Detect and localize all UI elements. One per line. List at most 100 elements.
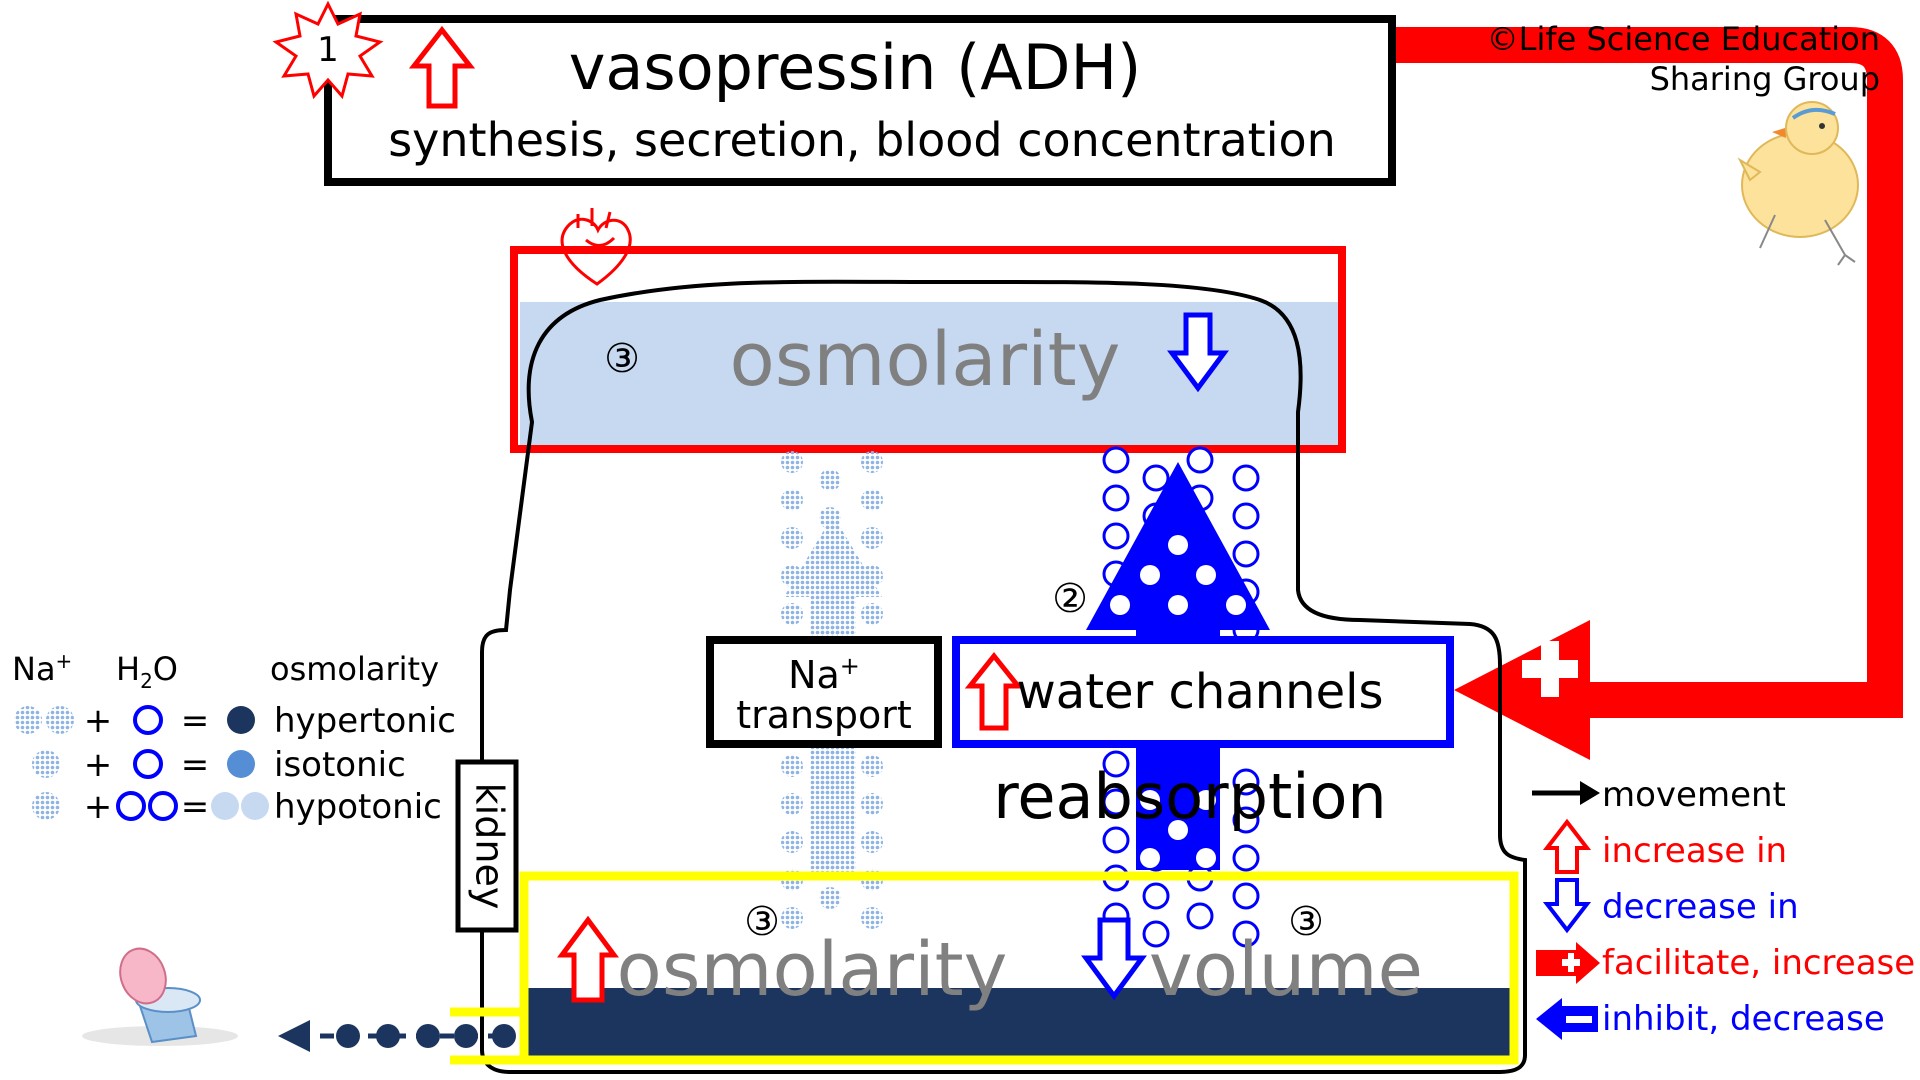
na-transport-box <box>706 636 942 748</box>
water-particle <box>1102 826 1130 854</box>
inhibit-arrow-icon <box>1536 998 1598 1040</box>
legend-osmolarity-header: osmolarity <box>270 650 439 688</box>
water-arrow-dots <box>1110 535 1246 868</box>
na-particle <box>861 489 883 511</box>
blood-compartment <box>510 246 1346 453</box>
water-particle <box>1142 882 1170 910</box>
up-arrow-icon <box>1542 818 1592 874</box>
legend-na-header: Na+ <box>12 649 72 688</box>
water-arrow-particle <box>1168 820 1188 840</box>
urine-compartment <box>519 871 1519 1065</box>
water-particle <box>1102 788 1130 816</box>
urine-osmolarity-label: osmolarity <box>617 927 1008 1013</box>
na-particle <box>861 603 883 625</box>
water-particle <box>1102 484 1130 512</box>
water-arrow-particle <box>1168 535 1188 555</box>
legend-decrease: decrease in <box>1602 887 1799 927</box>
water-particle <box>1186 902 1214 930</box>
legend-equals: = <box>181 787 210 827</box>
urine-outlet <box>450 1007 528 1065</box>
water-arrow-particle <box>1140 790 1160 810</box>
legend-inhibit: inhibit, decrease <box>1602 999 1885 1039</box>
water-particle <box>1232 540 1260 568</box>
water-particle <box>1232 502 1260 530</box>
water-channels-box <box>952 636 1454 748</box>
water-arrow-particle <box>1140 848 1160 868</box>
legend-plus: + <box>84 787 113 827</box>
na-particle <box>819 887 841 909</box>
legend-plus: + <box>84 701 113 741</box>
blood-osmolarity-label: osmolarity <box>730 317 1121 403</box>
na-particle <box>819 469 841 491</box>
water-particle <box>1232 464 1260 492</box>
water-particle <box>1232 768 1260 796</box>
water-arrow-particle <box>1196 848 1216 868</box>
water-particle <box>1142 920 1170 948</box>
legend-equals: = <box>181 701 210 741</box>
legend-plus: + <box>84 745 113 785</box>
blood-marker: ③ <box>604 336 640 382</box>
down-arrow-icon <box>1542 878 1592 934</box>
urine-marker-left: ③ <box>744 899 780 945</box>
urine-excretion-arrow <box>278 1020 516 1052</box>
legend-hypotonic: hypotonic <box>274 787 442 827</box>
reabsorption-label: reabsorption <box>993 760 1386 833</box>
water-channels-increase-arrow <box>964 651 1024 731</box>
na-particle <box>781 451 803 473</box>
starburst-icon <box>272 0 384 100</box>
urine-volume-label: volume <box>1149 927 1423 1013</box>
water-particle <box>1102 446 1130 474</box>
copyright-line1: ©Life Science Education <box>1487 20 1880 58</box>
legend-hypertonic: hypertonic <box>274 701 456 741</box>
water-particle <box>1232 882 1260 910</box>
kidney-label: kidney <box>468 783 512 910</box>
water-arrow-particle <box>1226 595 1246 615</box>
legend-h2o-header: H2O <box>116 650 178 693</box>
water-particle <box>1102 750 1130 778</box>
symbol-legend: movement increase in decrease in facilit… <box>1532 775 1915 1040</box>
legend-movement: movement <box>1602 775 1786 815</box>
plus-icon <box>1522 641 1578 697</box>
water-particle <box>1232 806 1260 834</box>
legend-increase: increase in <box>1602 831 1787 871</box>
na-particle <box>781 831 803 853</box>
na-particle <box>861 527 883 549</box>
na-transport-label-2: transport <box>736 693 912 737</box>
kidney-label-box <box>455 759 519 933</box>
water-arrow-particle <box>1110 595 1130 615</box>
na-particle <box>781 527 803 549</box>
na-particle <box>781 755 803 777</box>
water-arrow-particle <box>1168 595 1188 615</box>
water-step-marker: ② <box>1052 576 1088 622</box>
facilitate-arrow-head <box>1454 620 1590 760</box>
feedback-path <box>1395 27 1903 718</box>
chick-icon <box>1737 101 1859 266</box>
na-particle <box>861 831 883 853</box>
adh-increase-arrow <box>408 25 476 109</box>
step-number: 1 <box>317 30 339 70</box>
copyright-line2: Sharing Group <box>1650 60 1880 98</box>
water-arrow-particle <box>1140 565 1160 585</box>
water-particle <box>1102 522 1130 550</box>
na-particle <box>781 603 803 625</box>
na-particle <box>861 793 883 815</box>
toilet-icon <box>82 947 238 1046</box>
na-transport-label: Na+ <box>788 652 860 697</box>
legend-equals: = <box>181 745 210 785</box>
na-particle <box>781 489 803 511</box>
header-title: vasopressin (ADH) <box>569 31 1142 104</box>
urine-osmolarity-increase-arrow <box>557 915 619 1003</box>
water-particle <box>1232 920 1260 948</box>
blood-osmolarity-decrease-arrow <box>1167 312 1229 393</box>
na-particle <box>861 755 883 777</box>
vasopressin-box <box>324 15 1396 186</box>
na-particle <box>781 793 803 815</box>
legend-facilitate: facilitate, increase <box>1602 943 1915 983</box>
plus-arrow-icon <box>1536 942 1600 984</box>
kidney-outline <box>480 279 1527 1074</box>
water-arrow-particle <box>1196 790 1216 810</box>
urine-volume-decrease-arrow <box>1081 917 1147 1001</box>
osmolarity-legend: Na+ H2O osmolarity + = hypertonic + = is… <box>12 649 456 827</box>
na-particle <box>861 451 883 473</box>
urine-marker-right: ③ <box>1288 899 1324 945</box>
